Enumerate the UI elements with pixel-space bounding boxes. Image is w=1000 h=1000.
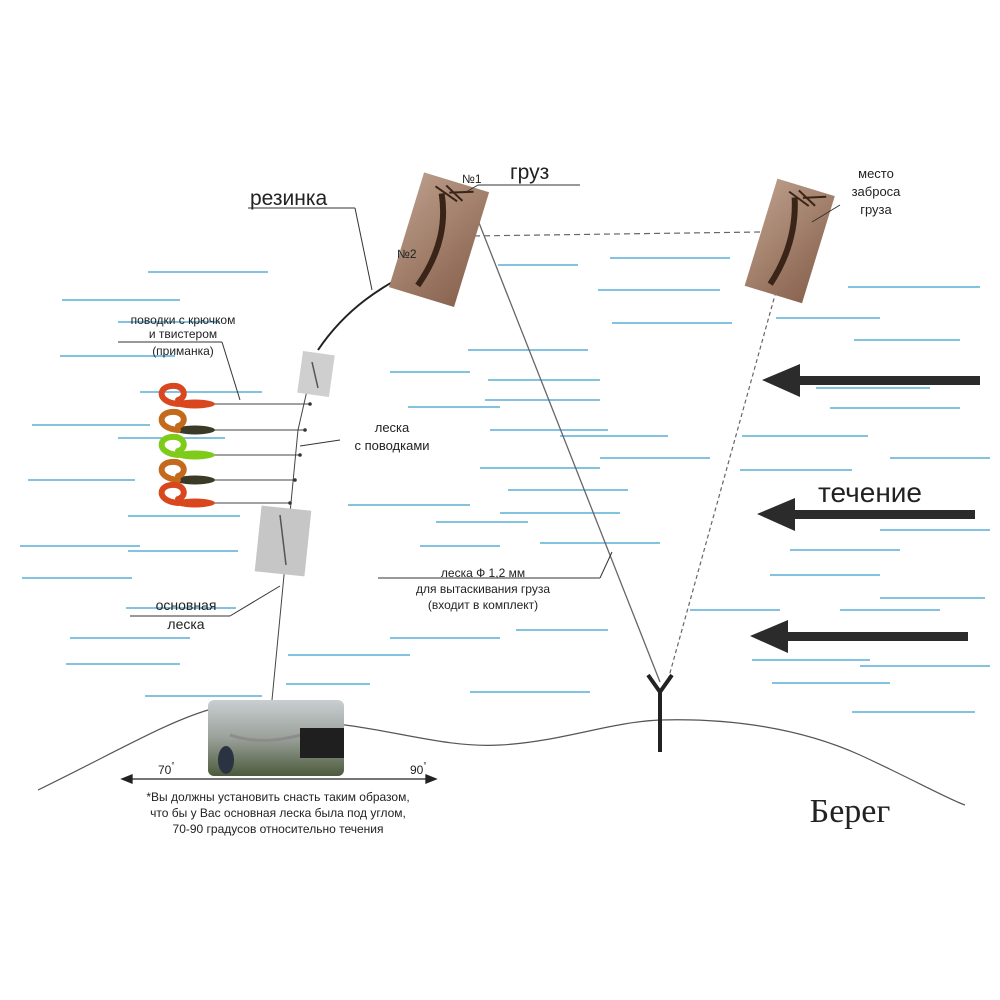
- rod-stand-icon: [646, 673, 674, 752]
- current-label: течение: [818, 477, 922, 508]
- cast-sinker-photo: [744, 178, 835, 304]
- sinker-photo: [388, 172, 490, 308]
- swivel-box-top: [297, 350, 335, 398]
- line-leaders-label-1: леска: [375, 420, 410, 435]
- cast-dashed-line: [667, 294, 776, 681]
- cast-dashed-top: [469, 231, 761, 237]
- weight-label: груз: [510, 161, 549, 184]
- cast-place-label-1: место: [858, 166, 894, 181]
- twister-leader: [158, 382, 312, 409]
- pull-line: [469, 199, 661, 683]
- arrow-left-icon: [757, 498, 975, 531]
- pull-line-label-1: леска Ф 1,2 мм: [441, 566, 525, 580]
- twister-leader: [158, 481, 292, 508]
- label-leader-lines: [118, 184, 841, 617]
- pull-line-label-3: (входит в комплект): [428, 598, 538, 612]
- weight-no2-label: №2: [397, 247, 417, 261]
- twister-leader: [158, 408, 307, 435]
- cast-place-label-2: заброса: [852, 184, 902, 199]
- shore-label: Берег: [810, 793, 891, 830]
- main-line-label-2: леска: [167, 616, 204, 632]
- leaders-label-2: и твистером: [149, 327, 217, 341]
- angle-arrow: [120, 774, 438, 784]
- leaders-label-3: (приманка): [152, 344, 214, 358]
- rubber-label: резинка: [250, 187, 328, 210]
- note-line-2: что бы у Вас основная леска была под угл…: [150, 806, 406, 820]
- leaders-label-1: поводки с крючком: [131, 313, 236, 327]
- shore-line: [37, 706, 966, 806]
- water-lines: [20, 257, 990, 713]
- leaders-group: [158, 382, 312, 508]
- weight-no1-label: №1: [462, 172, 482, 186]
- note-line-3: 70-90 градусов относительно течения: [173, 822, 384, 836]
- twister-leader: [158, 433, 302, 460]
- twister-leader: [158, 458, 297, 485]
- angle-left-label: 70°: [158, 761, 175, 777]
- angler-photo: [208, 700, 344, 776]
- main-line-label-1: основная: [156, 597, 217, 613]
- cast-place-label-3: груза: [860, 202, 892, 217]
- current-arrows: [750, 364, 980, 653]
- swivel-box-bottom: [254, 505, 312, 577]
- line-leaders-label-2: с поводками: [354, 438, 429, 453]
- pull-line-label-2: для вытаскивания груза: [416, 582, 550, 596]
- arrow-left-icon: [762, 364, 980, 397]
- arrow-left-icon: [750, 620, 968, 653]
- angle-right-label: 90°: [410, 761, 427, 777]
- note-line-1: *Вы должны установить снасть таким образ…: [146, 790, 409, 804]
